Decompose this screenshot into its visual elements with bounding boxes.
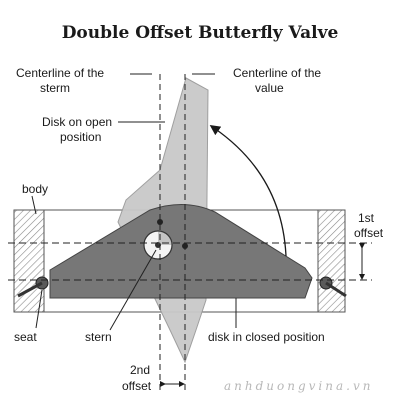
label-disk-open-1: Disk on open bbox=[42, 115, 112, 129]
disk-closed-position bbox=[49, 203, 313, 299]
body-right-hatch bbox=[317, 209, 346, 313]
leader-stern bbox=[109, 249, 157, 331]
diagram-title: Double Offset Butterfly Valve bbox=[62, 23, 339, 43]
label-stern: stern bbox=[85, 330, 112, 344]
label-seat: seat bbox=[14, 330, 37, 344]
label-second-offset-2: offset bbox=[122, 379, 152, 393]
body-left-hatch bbox=[13, 209, 45, 313]
leader-seat bbox=[35, 289, 43, 329]
stem bbox=[143, 230, 173, 260]
valve-body bbox=[13, 209, 346, 313]
label-disk-closed: disk in closed position bbox=[208, 330, 325, 344]
leader-body bbox=[31, 195, 37, 215]
label-centerline-sterm-2: sterm bbox=[40, 81, 70, 95]
rotation-arrow bbox=[209, 125, 287, 257]
label-first-offset-2: offset bbox=[354, 226, 384, 240]
label-first-offset-1: 1st bbox=[358, 211, 375, 225]
label-centerline-sterm-1: Centerline of the bbox=[16, 66, 104, 80]
label-centerline-value-2: value bbox=[255, 81, 284, 95]
label-centerline-value-1: Centerline of the bbox=[233, 66, 321, 80]
watermark: anhduongvina.vn bbox=[224, 379, 373, 393]
center-mark-top bbox=[157, 219, 163, 225]
label-body: body bbox=[22, 182, 48, 196]
label-disk-open-2: position bbox=[60, 130, 101, 144]
label-second-offset-1: 2nd bbox=[130, 363, 150, 377]
